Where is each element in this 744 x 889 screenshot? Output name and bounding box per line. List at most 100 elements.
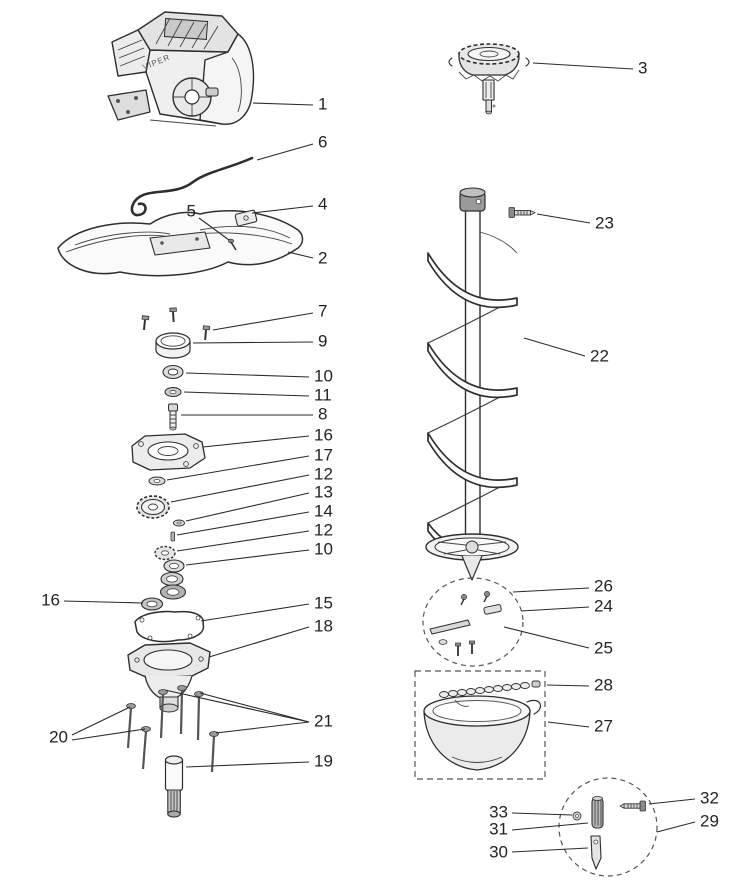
part-number-label-16-17: 16 — [41, 590, 60, 609]
leader-line-part-21-20 — [199, 692, 310, 723]
leader-line-part-28-29 — [546, 684, 590, 687]
bearing-part10-lower — [163, 559, 185, 573]
part-number-label-27-30: 27 — [594, 716, 613, 735]
leader-line-part-20-21 — [71, 728, 146, 741]
part-number-label-25-28: 25 — [594, 638, 613, 657]
part-number-label-12-12: 12 — [314, 464, 333, 483]
nut-part33 — [572, 811, 582, 821]
blade-hardware-group — [558, 777, 658, 877]
part-number-label-21-20: 21 — [314, 711, 333, 730]
part-number-label-1-0: 1 — [318, 94, 327, 113]
leader-line-part-7-5 — [212, 312, 314, 331]
screw-part32 — [619, 800, 646, 812]
part-number-label-31-34: 31 — [489, 819, 508, 838]
leader-line-part-23-24 — [536, 213, 591, 224]
part-number-label-11-8: 11 — [314, 385, 332, 404]
part-number-label-7-5: 7 — [318, 301, 327, 320]
bracket-screw-part5 — [228, 238, 237, 251]
part-number-label-10-16: 10 — [314, 539, 333, 558]
leader-line-part-30-35 — [511, 847, 589, 853]
leader-line-part-33-33 — [511, 812, 573, 816]
part-number-label-26-26: 26 — [594, 576, 613, 595]
leader-line-part-31-34 — [511, 822, 589, 831]
leader-line-part-1-0 — [252, 102, 314, 106]
leader-line-part-16-10 — [202, 435, 310, 448]
pin-part14 — [170, 531, 175, 542]
throttle-rod-drawing — [130, 156, 254, 217]
part-number-label-28-29: 28 — [594, 675, 613, 694]
gear-part12-large — [136, 495, 170, 519]
group-circle-part29 — [558, 777, 658, 877]
leader-line-part-5-3 — [198, 217, 230, 241]
gearcase-housing-part18 — [127, 642, 211, 713]
part-number-label-12-15: 12 — [314, 520, 333, 539]
housing-bolts-part20-21 — [126, 685, 219, 773]
leader-line-part-17-11 — [166, 455, 310, 481]
part-number-label-3-23: 3 — [638, 58, 647, 77]
shaft-bolt-part23 — [508, 207, 536, 218]
leader-line-part-21-20 — [215, 721, 310, 734]
handlebar-console-plate — [149, 231, 211, 256]
part-number-label-15-18: 15 — [314, 593, 333, 612]
leader-line-part-15-18 — [200, 603, 310, 622]
leader-line-part-6-1 — [256, 143, 314, 161]
leader-line-part-10-7 — [185, 372, 310, 378]
part-number-label-6-1: 6 — [318, 132, 327, 151]
leader-line-part-21-20 — [164, 689, 310, 723]
leader-line-part-25-28 — [503, 626, 590, 649]
part-number-label-16-10: 16 — [314, 425, 333, 444]
auger-top-cap — [459, 187, 486, 212]
handlebar-assembly-drawing — [57, 209, 304, 277]
part-number-label-10-7: 10 — [314, 366, 333, 385]
bearing-part10-upper — [162, 364, 184, 380]
leader-line-part-10-16 — [185, 549, 310, 566]
leader-line-part-19-22 — [185, 761, 310, 768]
blade-kit-group — [422, 577, 524, 667]
leader-line-part-16-17 — [63, 600, 144, 604]
part-number-label-30-35: 30 — [489, 842, 508, 861]
grease-fitting-part8 — [168, 403, 178, 431]
leader-line-part-9-6 — [192, 341, 314, 344]
bearing-race-stack — [140, 571, 187, 611]
blade-screws-part26 — [460, 591, 490, 606]
leader-line-part-12-15 — [176, 530, 310, 552]
leader-line-part-32-31 — [648, 798, 696, 805]
leader-line-part-4-2 — [251, 205, 314, 214]
washer-part17 — [148, 476, 166, 486]
part-number-label-13-13: 13 — [314, 482, 333, 501]
part-number-label-20-21: 20 — [49, 727, 68, 746]
leader-line-part-20-21 — [71, 706, 131, 736]
part-number-label-9-6: 9 — [318, 331, 327, 350]
screws-part7 — [141, 307, 211, 341]
part-number-label-33-33: 33 — [489, 802, 508, 821]
washer-part11 — [164, 387, 182, 397]
leader-line-part-3-23 — [532, 62, 634, 70]
spacer-part31 — [591, 796, 604, 829]
flat-blade-part24 — [429, 619, 471, 635]
output-shaft-part19 — [164, 755, 184, 818]
part-number-label-2-4: 2 — [318, 248, 327, 267]
gasket-part15 — [134, 610, 205, 643]
part-number-label-24-27: 24 — [594, 596, 613, 615]
part-number-label-22-25: 22 — [590, 346, 609, 365]
blade-screws-part25 — [455, 640, 475, 656]
part-number-label-19-22: 19 — [314, 751, 333, 770]
fuel-cap-assembly-part3 — [448, 43, 530, 115]
gear-part12-small — [154, 545, 176, 561]
gearcase-top-plate-part16 — [131, 433, 206, 471]
part-number-label-18-19: 18 — [314, 616, 333, 635]
strap-rope-part28 — [439, 680, 541, 698]
leader-line-part-24-27 — [520, 606, 590, 612]
leader-line-part-12-12 — [170, 474, 310, 503]
leader-line-part-13-13 — [185, 492, 310, 522]
part-number-label-32-31: 32 — [700, 788, 719, 807]
part-number-label-5-3: 5 — [187, 201, 196, 220]
leader-line-part-18-19 — [208, 626, 310, 658]
part-number-label-23-24: 23 — [595, 213, 614, 232]
auger-drawing-part22 — [425, 187, 519, 581]
blade-part30 — [590, 835, 602, 870]
leader-line-part-27-30 — [547, 721, 590, 728]
